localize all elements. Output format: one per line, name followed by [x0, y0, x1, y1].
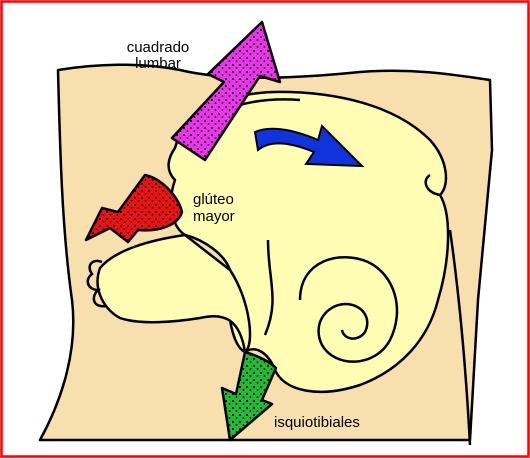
label-mayor: mayor — [193, 208, 235, 225]
label-isquiotibiales: isquiotibiales — [274, 414, 360, 431]
label-gluteo: glúteo — [193, 191, 234, 208]
label-lumbar: lumbar — [135, 55, 181, 72]
label-cuadrado: cuadrado — [127, 39, 190, 56]
